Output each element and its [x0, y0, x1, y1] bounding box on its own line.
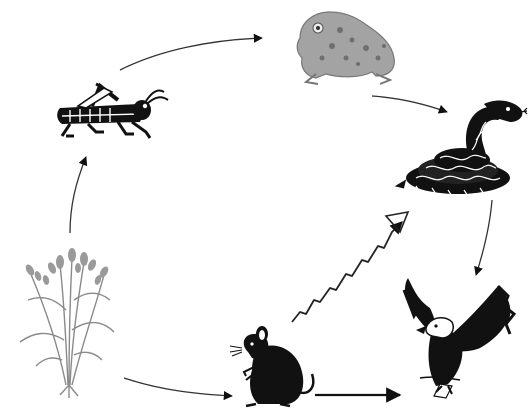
arrow-frog-to-snake — [372, 96, 447, 112]
mouse-icon — [230, 326, 313, 406]
arrowhead-mouse-to-snake-outline — [386, 212, 408, 232]
eagle-icon — [404, 278, 514, 398]
arrow-grain-to-mouse — [124, 378, 232, 396]
arrow-grasshopper-to-frog — [120, 38, 262, 70]
arrow-snake-to-eagle — [476, 200, 492, 275]
food-chain-arrows — [70, 38, 492, 396]
grain-plant-icon — [20, 248, 114, 398]
grasshopper-icon — [57, 84, 168, 138]
snake-icon — [396, 101, 527, 196]
frog-icon — [297, 12, 394, 84]
arrow-grain-to-grasshopper — [70, 157, 86, 233]
arrow-mouse-to-snake — [292, 222, 402, 322]
